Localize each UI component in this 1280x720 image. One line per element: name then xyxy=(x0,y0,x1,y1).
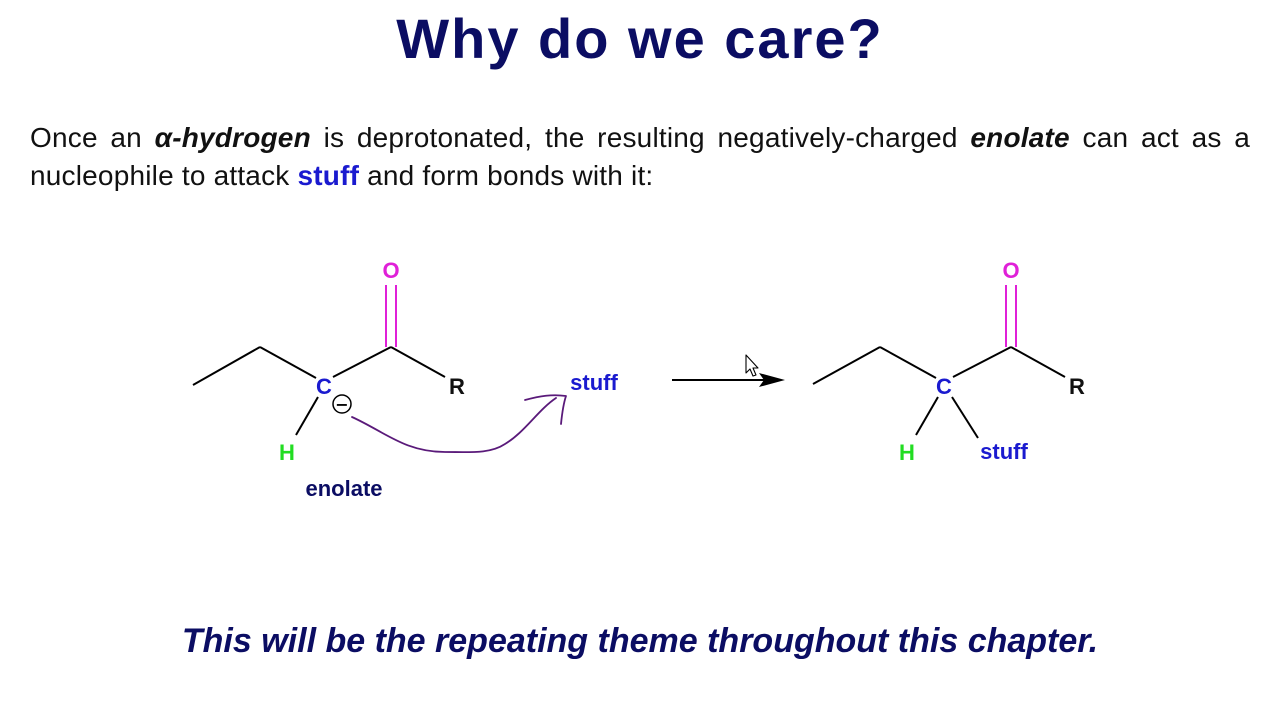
intro-text-4: and form bonds with it: xyxy=(359,160,654,191)
reactant-r-group: R xyxy=(449,374,465,399)
bond-carbonyl-r xyxy=(390,346,446,378)
bond-ch2-c xyxy=(259,346,317,379)
electrophile-stuff: stuff xyxy=(570,370,618,395)
reactant-molecule: O C R H − enolate xyxy=(192,258,465,501)
product-hydrogen: H xyxy=(899,440,915,465)
slide-title: Why do we care? xyxy=(396,7,884,70)
product-r-group: R xyxy=(1069,374,1085,399)
reactant-hydrogen: H xyxy=(279,440,295,465)
alpha-hydrogen-term: α-hydrogen xyxy=(154,122,311,153)
product-bond-c-h xyxy=(915,396,939,436)
intro-text-1: Once an xyxy=(30,122,155,153)
enolate-term: enolate xyxy=(970,122,1070,153)
bond-ch3-ch2 xyxy=(192,346,261,386)
curved-attack-arrow xyxy=(351,397,557,454)
product-bond-carbonyl-r xyxy=(1010,346,1066,378)
mouse-pointer-icon xyxy=(745,354,759,377)
reaction-arrow-icon xyxy=(672,373,785,387)
product-stuff: stuff xyxy=(980,439,1028,464)
product-bond-c-stuff xyxy=(951,396,979,439)
product-carbon: C xyxy=(936,374,952,399)
bond-c-carbonyl xyxy=(332,346,392,378)
curved-arrow-head-icon xyxy=(524,394,567,425)
negative-charge-sign: − xyxy=(335,395,348,414)
bond-c-h xyxy=(295,396,319,436)
negative-charge-icon: − xyxy=(332,394,352,414)
intro-text-2: is deprotonated, the resulting negativel… xyxy=(310,122,971,153)
footer-theme-statement: This will be the repeating theme through… xyxy=(181,622,1099,660)
product-bond-c-carbonyl xyxy=(952,346,1012,378)
enolate-label: enolate xyxy=(305,476,382,501)
product-oxygen: O xyxy=(1002,258,1019,283)
intro-text-3: can act as a nucleophile to attack xyxy=(30,122,1251,191)
intro-paragraph: Once an α-hydrogen is deprotonated, the … xyxy=(30,119,1250,195)
stuff-term: stuff xyxy=(297,160,360,191)
reactant-oxygen: O xyxy=(382,258,399,283)
reactant-carbon: C xyxy=(316,374,332,399)
product-bond-ch2-c xyxy=(879,346,937,379)
product-molecule: O C R H stuff xyxy=(812,258,1085,465)
product-bond-ch3-ch2 xyxy=(812,346,881,385)
